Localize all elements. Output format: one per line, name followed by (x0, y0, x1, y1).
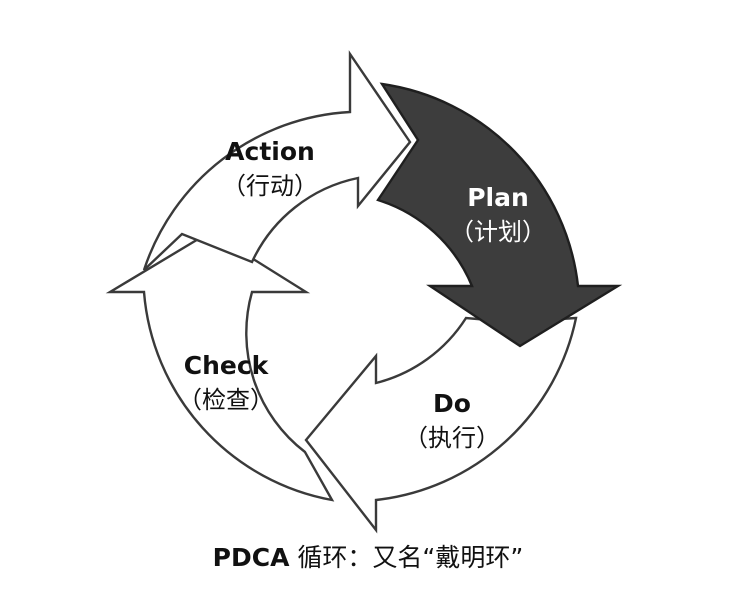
plan-sublabel: （计划） (450, 218, 546, 246)
do-sublabel: （执行） (404, 424, 500, 452)
action-sublabel: （行动） (222, 172, 318, 200)
caption-text: 循环：又名“戴明环” (289, 543, 524, 572)
plan-arrow-segment (376, 82, 623, 348)
check-sublabel: （检查） (178, 386, 274, 414)
check-arrow-segment (105, 230, 335, 502)
do-arrow-segment (304, 316, 578, 534)
caption-prefix: PDCA (212, 543, 290, 572)
figure-caption: PDCA 循环：又名“戴明环” (0, 538, 736, 574)
plan-label: Plan (467, 183, 529, 212)
check-label: Check (184, 351, 270, 380)
action-arrow-segment (142, 50, 412, 271)
action-label: Action (225, 137, 315, 166)
do-label: Do (433, 389, 471, 418)
